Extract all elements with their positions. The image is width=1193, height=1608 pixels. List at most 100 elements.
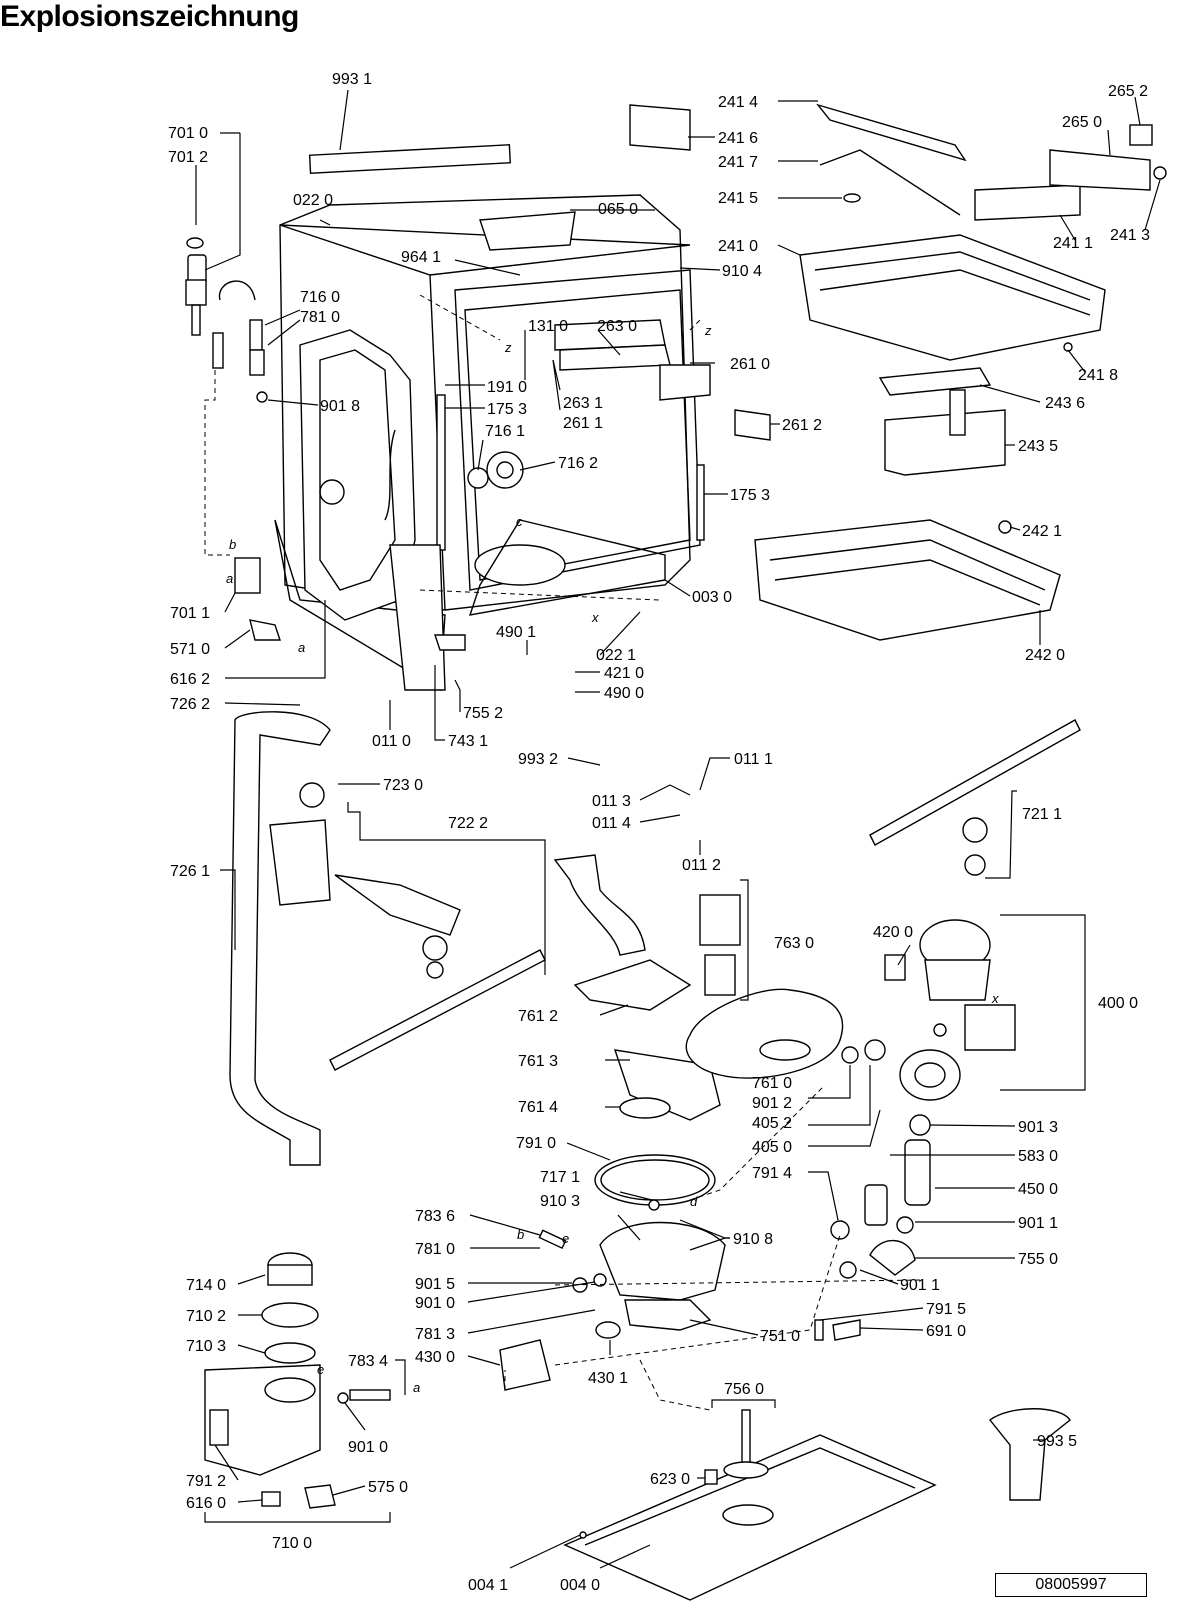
pump-and-heater [814, 919, 1016, 1341]
part-label: 993 1 [332, 71, 372, 88]
part-label: 450 0 [1018, 1181, 1058, 1198]
part-label: 022 1 [596, 647, 636, 664]
connection-letter: b [517, 1227, 524, 1242]
document-number: 08005997 [995, 1573, 1147, 1597]
part-label: 175 3 [730, 487, 770, 504]
part-label: 623 0 [650, 1471, 690, 1488]
part-label: 781 0 [415, 1241, 455, 1258]
lower-basket [754, 519, 1061, 641]
part-label: 716 1 [485, 423, 525, 440]
part-label: 241 7 [718, 154, 758, 171]
part-label: 781 3 [415, 1326, 455, 1343]
spray-arms [229, 711, 1081, 1166]
connection-letter: x [591, 610, 599, 625]
part-label: 261 1 [563, 415, 603, 432]
connection-letter: x [991, 991, 999, 1006]
part-label: 710 0 [272, 1535, 312, 1552]
part-label: 791 2 [186, 1473, 226, 1490]
tub-cabinet [274, 144, 771, 692]
part-label: 241 8 [1078, 367, 1118, 384]
part-label: 901 3 [1018, 1119, 1058, 1136]
part-label: 901 8 [320, 398, 360, 415]
part-label: 993 2 [518, 751, 558, 768]
part-label: 242 0 [1025, 647, 1065, 664]
part-label: 761 0 [752, 1075, 792, 1092]
part-label: 716 2 [558, 455, 598, 472]
part-label: 756 0 [724, 1381, 764, 1398]
sump-and-filters [499, 854, 844, 1391]
part-label: 901 0 [415, 1295, 455, 1312]
part-label: 722 2 [448, 815, 488, 832]
part-label: 241 3 [1110, 227, 1150, 244]
connection-letter: d [690, 1194, 698, 1209]
part-label: 910 4 [722, 263, 762, 280]
part-label: 761 3 [518, 1053, 558, 1070]
part-label: 011 2 [682, 857, 721, 874]
page-title: Explosionszeichnung [0, 0, 299, 33]
upper-basket [629, 103, 1167, 476]
part-label: 761 4 [518, 1099, 558, 1116]
part-label: 901 1 [1018, 1215, 1058, 1232]
part-label: 901 2 [752, 1095, 792, 1112]
part-label: 571 0 [170, 641, 210, 658]
part-label: 175 3 [487, 401, 527, 418]
part-label: 241 6 [718, 130, 758, 147]
part-label: 910 3 [540, 1193, 580, 1210]
part-label: 490 1 [496, 624, 536, 641]
connection-letter: a [226, 571, 233, 586]
part-label: 003 0 [692, 589, 732, 606]
part-label: 721 1 [1022, 806, 1062, 823]
part-label: 781 0 [300, 309, 340, 326]
left-side-parts [185, 237, 281, 641]
part-label: 241 1 [1053, 235, 1093, 252]
connection-letter: e [562, 1231, 569, 1246]
part-label: 131 0 [528, 318, 568, 335]
part-label: 065 0 [598, 201, 638, 218]
part-label: 263 1 [563, 395, 603, 412]
part-label: 263 0 [597, 318, 637, 335]
part-label: 241 4 [718, 94, 758, 111]
part-label: 011 1 [734, 751, 773, 768]
part-label: 583 0 [1018, 1148, 1058, 1165]
part-label: 901 0 [348, 1439, 388, 1456]
part-label: 901 1 [900, 1277, 940, 1294]
part-label: 261 0 [730, 356, 770, 373]
part-label: 241 5 [718, 190, 758, 207]
part-label: 714 0 [186, 1277, 226, 1294]
part-label: 265 0 [1062, 114, 1102, 131]
part-label: 261 2 [782, 417, 822, 434]
connection-letter: e [317, 1362, 324, 1377]
part-label: 430 0 [415, 1349, 455, 1366]
part-label: 716 0 [300, 289, 340, 306]
part-label: 910 8 [733, 1231, 773, 1248]
part-label: 243 6 [1045, 395, 1085, 412]
leader-lines [195, 89, 1161, 1569]
part-label: 701 2 [168, 149, 208, 166]
part-label: 242 1 [1022, 523, 1062, 540]
part-label: 791 5 [926, 1301, 966, 1318]
part-label: 011 3 [592, 793, 631, 810]
part-label: 490 0 [604, 685, 644, 702]
part-label: 710 3 [186, 1338, 226, 1355]
part-label: 191 0 [487, 379, 527, 396]
part-label: 405 0 [752, 1139, 792, 1156]
part-label: 011 4 [592, 815, 631, 832]
part-label: 717 1 [540, 1169, 580, 1186]
part-label: 430 1 [588, 1370, 628, 1387]
part-label: 763 0 [774, 935, 814, 952]
part-label: 616 2 [170, 671, 210, 688]
part-label: 791 0 [516, 1135, 556, 1152]
part-label: 783 4 [348, 1353, 388, 1370]
connection-letter: b [229, 537, 236, 552]
part-label: 691 0 [926, 1323, 966, 1340]
part-label: 011 0 [372, 733, 411, 750]
part-label: 755 2 [463, 705, 503, 722]
part-label: 901 5 [415, 1276, 455, 1293]
part-label: 405 2 [752, 1115, 792, 1132]
part-label: 575 0 [368, 1479, 408, 1496]
part-label: 265 2 [1108, 83, 1148, 100]
connection-letter: c [516, 514, 523, 529]
part-label: 993 5 [1037, 1433, 1077, 1450]
part-label: 400 0 [1098, 995, 1138, 1012]
